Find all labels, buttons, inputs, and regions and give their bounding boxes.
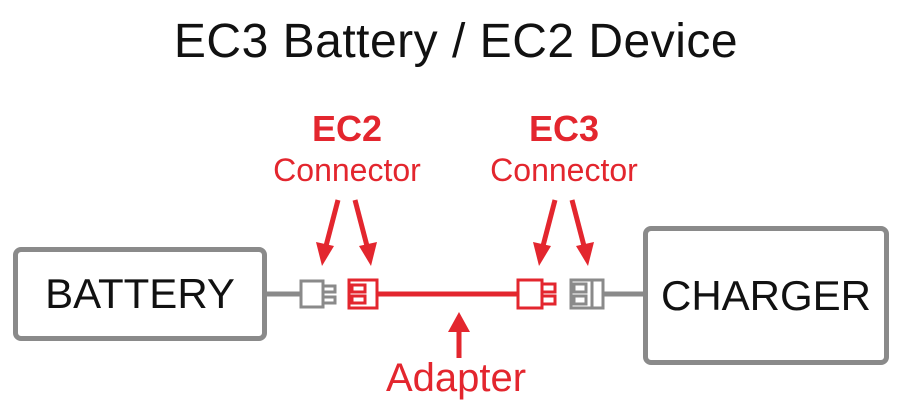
battery-box: BATTERY [13, 247, 267, 341]
battery-side-connector-icon [299, 279, 337, 309]
adapter-label: Adapter [385, 356, 527, 400]
ec2-connector-icon [347, 278, 379, 310]
ec2-arrows [316, 199, 377, 266]
ec3-connector-text: Connector [490, 152, 638, 188]
ec3-connector-icon [516, 278, 557, 310]
charger-label: CHARGER [660, 271, 872, 319]
ec2-connector-text: Connector [273, 152, 421, 188]
ec3-label: EC3 [528, 108, 600, 149]
adapter-arrow [448, 312, 470, 358]
page-title: EC3 Battery / EC2 Device [173, 15, 739, 68]
charger-side-connector-icon [569, 278, 605, 310]
battery-label: BATTERY [45, 270, 235, 317]
ec3-arrows [533, 199, 594, 266]
charger-box: CHARGER [643, 226, 889, 365]
ec2-label: EC2 [311, 108, 383, 149]
